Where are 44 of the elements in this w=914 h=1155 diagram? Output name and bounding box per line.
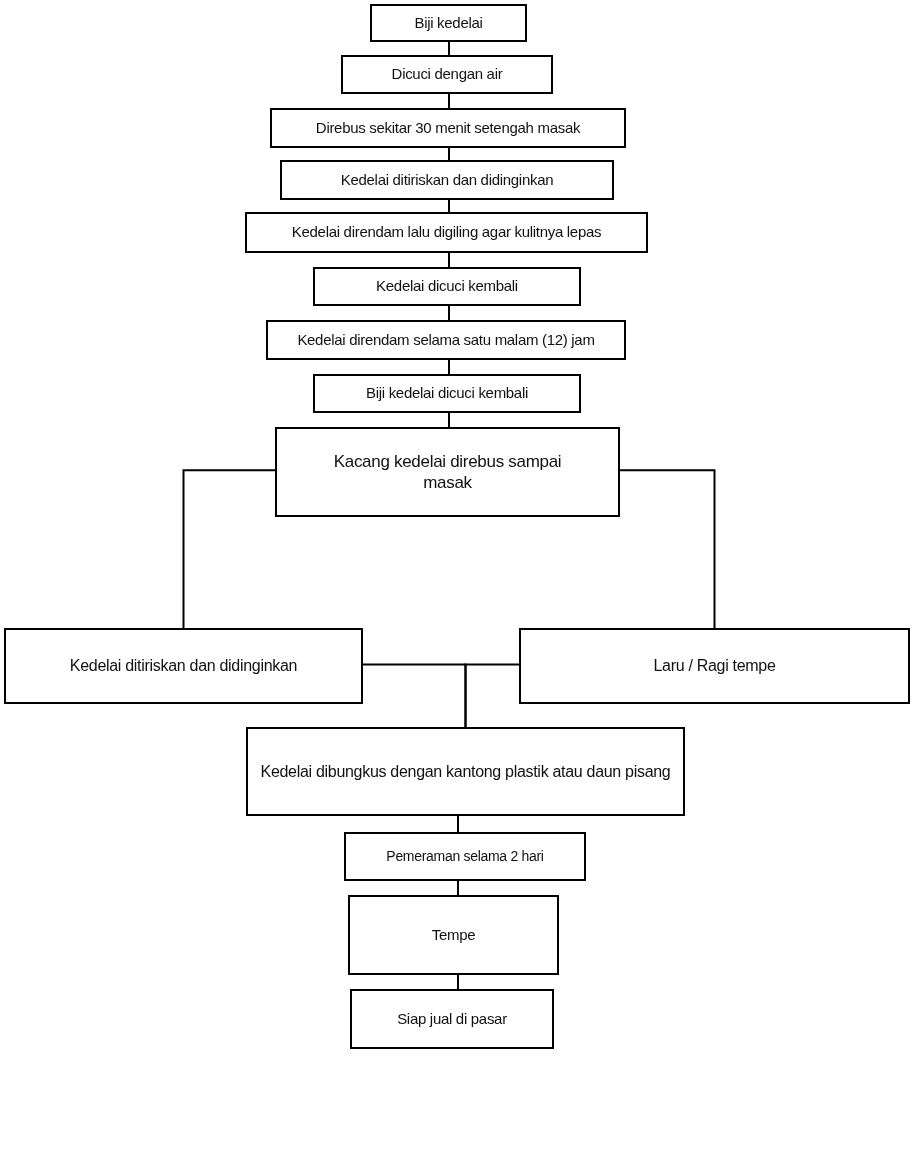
connector-line xyxy=(448,359,450,375)
step-text: Kedelai dibungkus dengan kantong plastik atau daun pisang xyxy=(260,761,671,782)
process-box xyxy=(350,989,554,1049)
connector-line xyxy=(448,252,450,268)
step-text: Direbus sekitar 30 menit setengah masak xyxy=(315,118,581,138)
step-text: Kedelai ditiriskan dan didinginkan xyxy=(340,170,554,190)
connector-line xyxy=(448,412,450,428)
connector-line xyxy=(464,663,520,728)
step-text: Kedelai direndam lalu digiling agar kulitnya lepas xyxy=(291,223,602,242)
process-box xyxy=(341,55,553,94)
connector-line xyxy=(448,305,450,321)
process-box xyxy=(275,427,620,517)
process-box xyxy=(4,628,363,704)
process-box xyxy=(266,320,626,360)
connector-line xyxy=(182,469,276,629)
step-text: Siap jual di pasar xyxy=(397,1009,507,1029)
step-text: Kedelai ditiriskan dan didinginkan xyxy=(69,656,298,676)
connector-line xyxy=(619,469,716,629)
process-box xyxy=(313,267,581,306)
connector-line xyxy=(457,974,459,990)
step-text: Kedelai direndam selama satu malam (12) jam xyxy=(297,330,595,350)
connector-line xyxy=(448,199,450,213)
step-text: Biji kedelai xyxy=(414,13,483,33)
process-box xyxy=(313,374,581,413)
connector-line xyxy=(457,880,459,896)
step-text: Dicuci dengan air xyxy=(391,65,503,84)
process-box xyxy=(370,4,527,42)
step-text: Kedelai dicuci kembali xyxy=(376,277,518,296)
process-box xyxy=(280,160,614,200)
connector-line xyxy=(457,815,459,833)
connector-line xyxy=(448,147,450,161)
step-text: Kacang kedelai direbus sampai masak xyxy=(332,450,563,494)
process-box xyxy=(519,628,910,704)
process-box xyxy=(344,832,586,881)
connector-line xyxy=(448,41,450,56)
step-text: Pemeraman selama 2 hari xyxy=(386,847,544,866)
step-text: Laru / Ragi tempe xyxy=(653,656,776,676)
process-box xyxy=(245,212,648,253)
step-text: Biji kedelai dicuci kembali xyxy=(366,384,528,403)
step-text: Tempe xyxy=(431,925,476,945)
process-box xyxy=(246,727,685,816)
process-box xyxy=(270,108,626,148)
process-box xyxy=(348,895,559,975)
connector-line xyxy=(448,93,450,109)
